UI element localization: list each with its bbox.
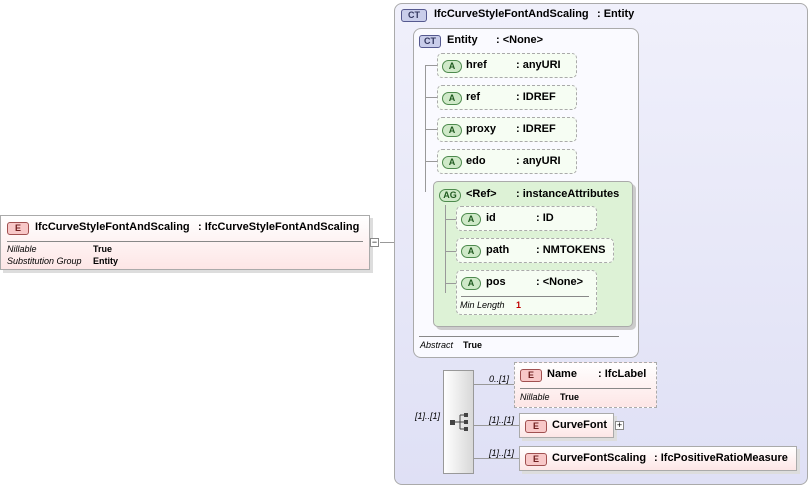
root-element-type: : IfcCurveStyleFontAndScaling: [198, 221, 360, 233]
attribute-group-type: : instanceAttributes: [516, 188, 620, 200]
attribute-icon: A: [442, 156, 462, 169]
child-multiplicity: 0..[1]: [489, 374, 510, 384]
attribute-ref[interactable]: A ref : IDREF: [437, 85, 577, 110]
attribute-name: pos: [486, 276, 506, 288]
prop-value: True: [560, 392, 580, 402]
sequence-compositor[interactable]: [443, 370, 474, 474]
attribute-proxy[interactable]: A proxy : IDREF: [437, 117, 577, 142]
divider: [419, 336, 619, 337]
attribute-id[interactable]: A id : ID: [456, 206, 597, 231]
collapse-toggle[interactable]: −: [370, 237, 379, 247]
element-label: CurveFontScaling: [552, 452, 647, 464]
sequence-icon: [450, 413, 468, 431]
prop-label: Nillable: [520, 392, 550, 402]
attribute-name: href: [466, 59, 487, 71]
element-curvefont[interactable]: E CurveFont: [519, 413, 614, 438]
complex-type-icon: CT: [419, 35, 441, 48]
attribute-name: path: [486, 244, 510, 256]
root-element-name: IfcCurveStyleFontAndScaling: [35, 221, 190, 233]
element-icon: E: [520, 369, 542, 382]
connector: [445, 219, 456, 220]
element-name[interactable]: E Name : IfcLabel Nillable True: [514, 362, 657, 408]
attribute-name: proxy: [466, 123, 496, 135]
connector: [425, 65, 426, 192]
connector: [445, 251, 456, 252]
attribute-type: : IDREF: [516, 123, 556, 135]
base-type-name: Entity: [447, 34, 478, 46]
connector: [474, 425, 519, 426]
prop-value: 1: [516, 300, 522, 310]
attribute-name: ref: [466, 91, 481, 103]
element-type: : IfcPositiveRatioMeasure: [654, 452, 788, 464]
attribute-type: : <None>: [536, 276, 584, 288]
connector: [380, 242, 406, 243]
attribute-edo[interactable]: A edo : anyURI: [437, 149, 577, 174]
attribute-pos[interactable]: A pos : <None> Min Length 1: [456, 270, 597, 315]
attribute-type: : NMTOKENS: [536, 244, 606, 256]
divider: [7, 241, 363, 242]
connector: [425, 97, 437, 98]
abstract-label: Abstract: [420, 340, 454, 350]
root-element[interactable]: E IfcCurveStyleFontAndScaling : IfcCurve…: [0, 215, 370, 270]
connector: [445, 205, 446, 293]
prop-value: Entity: [93, 256, 119, 266]
attribute-icon: A: [442, 124, 462, 137]
attribute-icon: A: [442, 60, 462, 73]
prop-label: Substitution Group: [7, 256, 82, 266]
base-type-type: : <None>: [496, 34, 544, 46]
prop-label: Nillable: [7, 244, 37, 254]
prop-value: True: [93, 244, 113, 254]
connector: [425, 65, 437, 66]
attribute-icon: A: [461, 245, 481, 258]
expand-toggle[interactable]: +: [615, 420, 624, 430]
connector: [425, 161, 437, 162]
attribute-type: : anyURI: [516, 59, 561, 71]
divider: [461, 296, 589, 297]
attribute-icon: A: [461, 277, 481, 290]
attribute-name: edo: [466, 155, 486, 167]
attribute-icon: A: [442, 92, 462, 105]
child-multiplicity: [1]..[1]: [489, 415, 515, 425]
complex-type-icon: CT: [401, 9, 427, 22]
attribute-icon: A: [461, 213, 481, 226]
element-curvefontscaling[interactable]: E CurveFontScaling : IfcPositiveRatioMea…: [519, 446, 797, 471]
attribute-type: : IDREF: [516, 91, 556, 103]
connector: [425, 129, 437, 130]
element-type: : IfcLabel: [598, 368, 647, 380]
attribute-type: : anyURI: [516, 155, 561, 167]
complex-type-type: : Entity: [597, 8, 635, 20]
abstract-value: True: [463, 340, 483, 350]
child-multiplicity: [1]..[1]: [489, 448, 515, 458]
divider: [520, 388, 651, 389]
connector: [445, 283, 456, 284]
attribute-name: id: [486, 212, 496, 224]
complex-type-name: IfcCurveStyleFontAndScaling: [434, 8, 589, 20]
connector: [474, 458, 519, 459]
sequence-multiplicity: [1]..[1]: [415, 411, 441, 421]
element-icon: E: [525, 420, 547, 433]
attribute-path[interactable]: A path : NMTOKENS: [456, 238, 614, 263]
attribute-type: : ID: [536, 212, 554, 224]
element-label: Name: [547, 368, 577, 380]
attribute-href[interactable]: A href : anyURI: [437, 53, 577, 78]
element-icon: E: [7, 222, 29, 235]
prop-label: Min Length: [460, 300, 505, 310]
attribute-group-name: <Ref>: [466, 188, 497, 200]
element-icon: E: [525, 453, 547, 466]
attribute-group-icon: AG: [439, 189, 461, 202]
element-label: CurveFont: [552, 419, 607, 431]
connector: [474, 384, 514, 385]
